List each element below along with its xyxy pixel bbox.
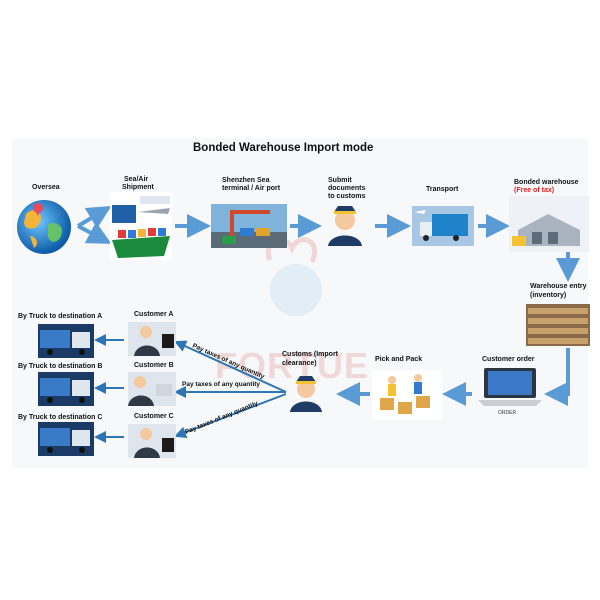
label-pick-pack: Pick and Pack — [375, 356, 423, 363]
watermark-text: FORTUE — [215, 345, 369, 386]
label-submit-1: Submit — [328, 177, 352, 184]
label-customer-order: Customer order — [482, 356, 535, 363]
label-sea-air-1: Sea/Air — [124, 176, 149, 183]
laptop-screen-text: ORDER — [498, 410, 516, 416]
label-entry-1: Warehouse entry — [530, 283, 587, 290]
watermark-logo — [265, 237, 322, 316]
customs-officer-icon-2 — [290, 376, 322, 412]
pay-taxes-label-a: Pay taxes of any quantity — [191, 342, 265, 380]
label-oversea: Oversea — [32, 184, 60, 191]
truck-b-icon — [38, 372, 94, 406]
label-customer-b: Customer B — [134, 362, 174, 369]
laptop-icon — [478, 368, 542, 406]
diagram-title: Bonded Warehouse Import mode — [193, 142, 374, 154]
right-arrows — [336, 252, 580, 406]
label-submit-2: documents — [328, 185, 366, 192]
label-free-tax: (Free of tax) — [514, 187, 555, 194]
label-sea-air-2: Shipment — [122, 184, 154, 191]
truck-a-icon — [38, 324, 94, 358]
customs-to-customers — [174, 340, 287, 439]
label-terminal-1: Shenzhen Sea — [222, 177, 270, 184]
customs-officer-icon — [328, 206, 362, 246]
customers-to-trucks — [94, 334, 124, 443]
terminal-port-icon — [211, 204, 287, 248]
label-customs-1: Customs (Import — [282, 351, 338, 358]
diagram-panel — [12, 138, 588, 468]
label-truck-b: By Truck to destination B — [18, 363, 103, 370]
pick-pack-icon — [372, 370, 442, 420]
warehouse-icon — [509, 196, 589, 252]
label-customer-a: Customer A — [134, 311, 174, 318]
label-truck-c: By Truck to destination C — [18, 414, 103, 421]
inventory-shelves-icon — [526, 304, 590, 346]
label-customer-c: Customer C — [134, 413, 174, 420]
customer-a-icon — [128, 322, 176, 356]
label-customs-2: clearance) — [282, 360, 317, 367]
globe-icon — [17, 200, 71, 254]
label-submit-3: to customs — [328, 193, 366, 200]
label-truck-a: By Truck to destination A — [18, 313, 103, 320]
transport-truck-icon — [412, 206, 474, 246]
pay-taxes-label-b: Pay taxes of any quantity — [182, 381, 260, 388]
ship-plane-icon — [110, 192, 172, 260]
pay-taxes-label-c: Pay taxes of any quantity — [184, 400, 259, 436]
label-bonded: Bonded warehouse — [514, 179, 579, 186]
top-arrows — [76, 205, 510, 244]
label-transport: Transport — [426, 186, 459, 193]
truck-c-icon — [38, 422, 94, 456]
customer-c-icon — [128, 424, 176, 458]
label-entry-2: (inventory) — [530, 292, 567, 299]
customer-b-icon — [128, 372, 176, 406]
label-terminal-2: terminal / Air port — [222, 185, 281, 192]
